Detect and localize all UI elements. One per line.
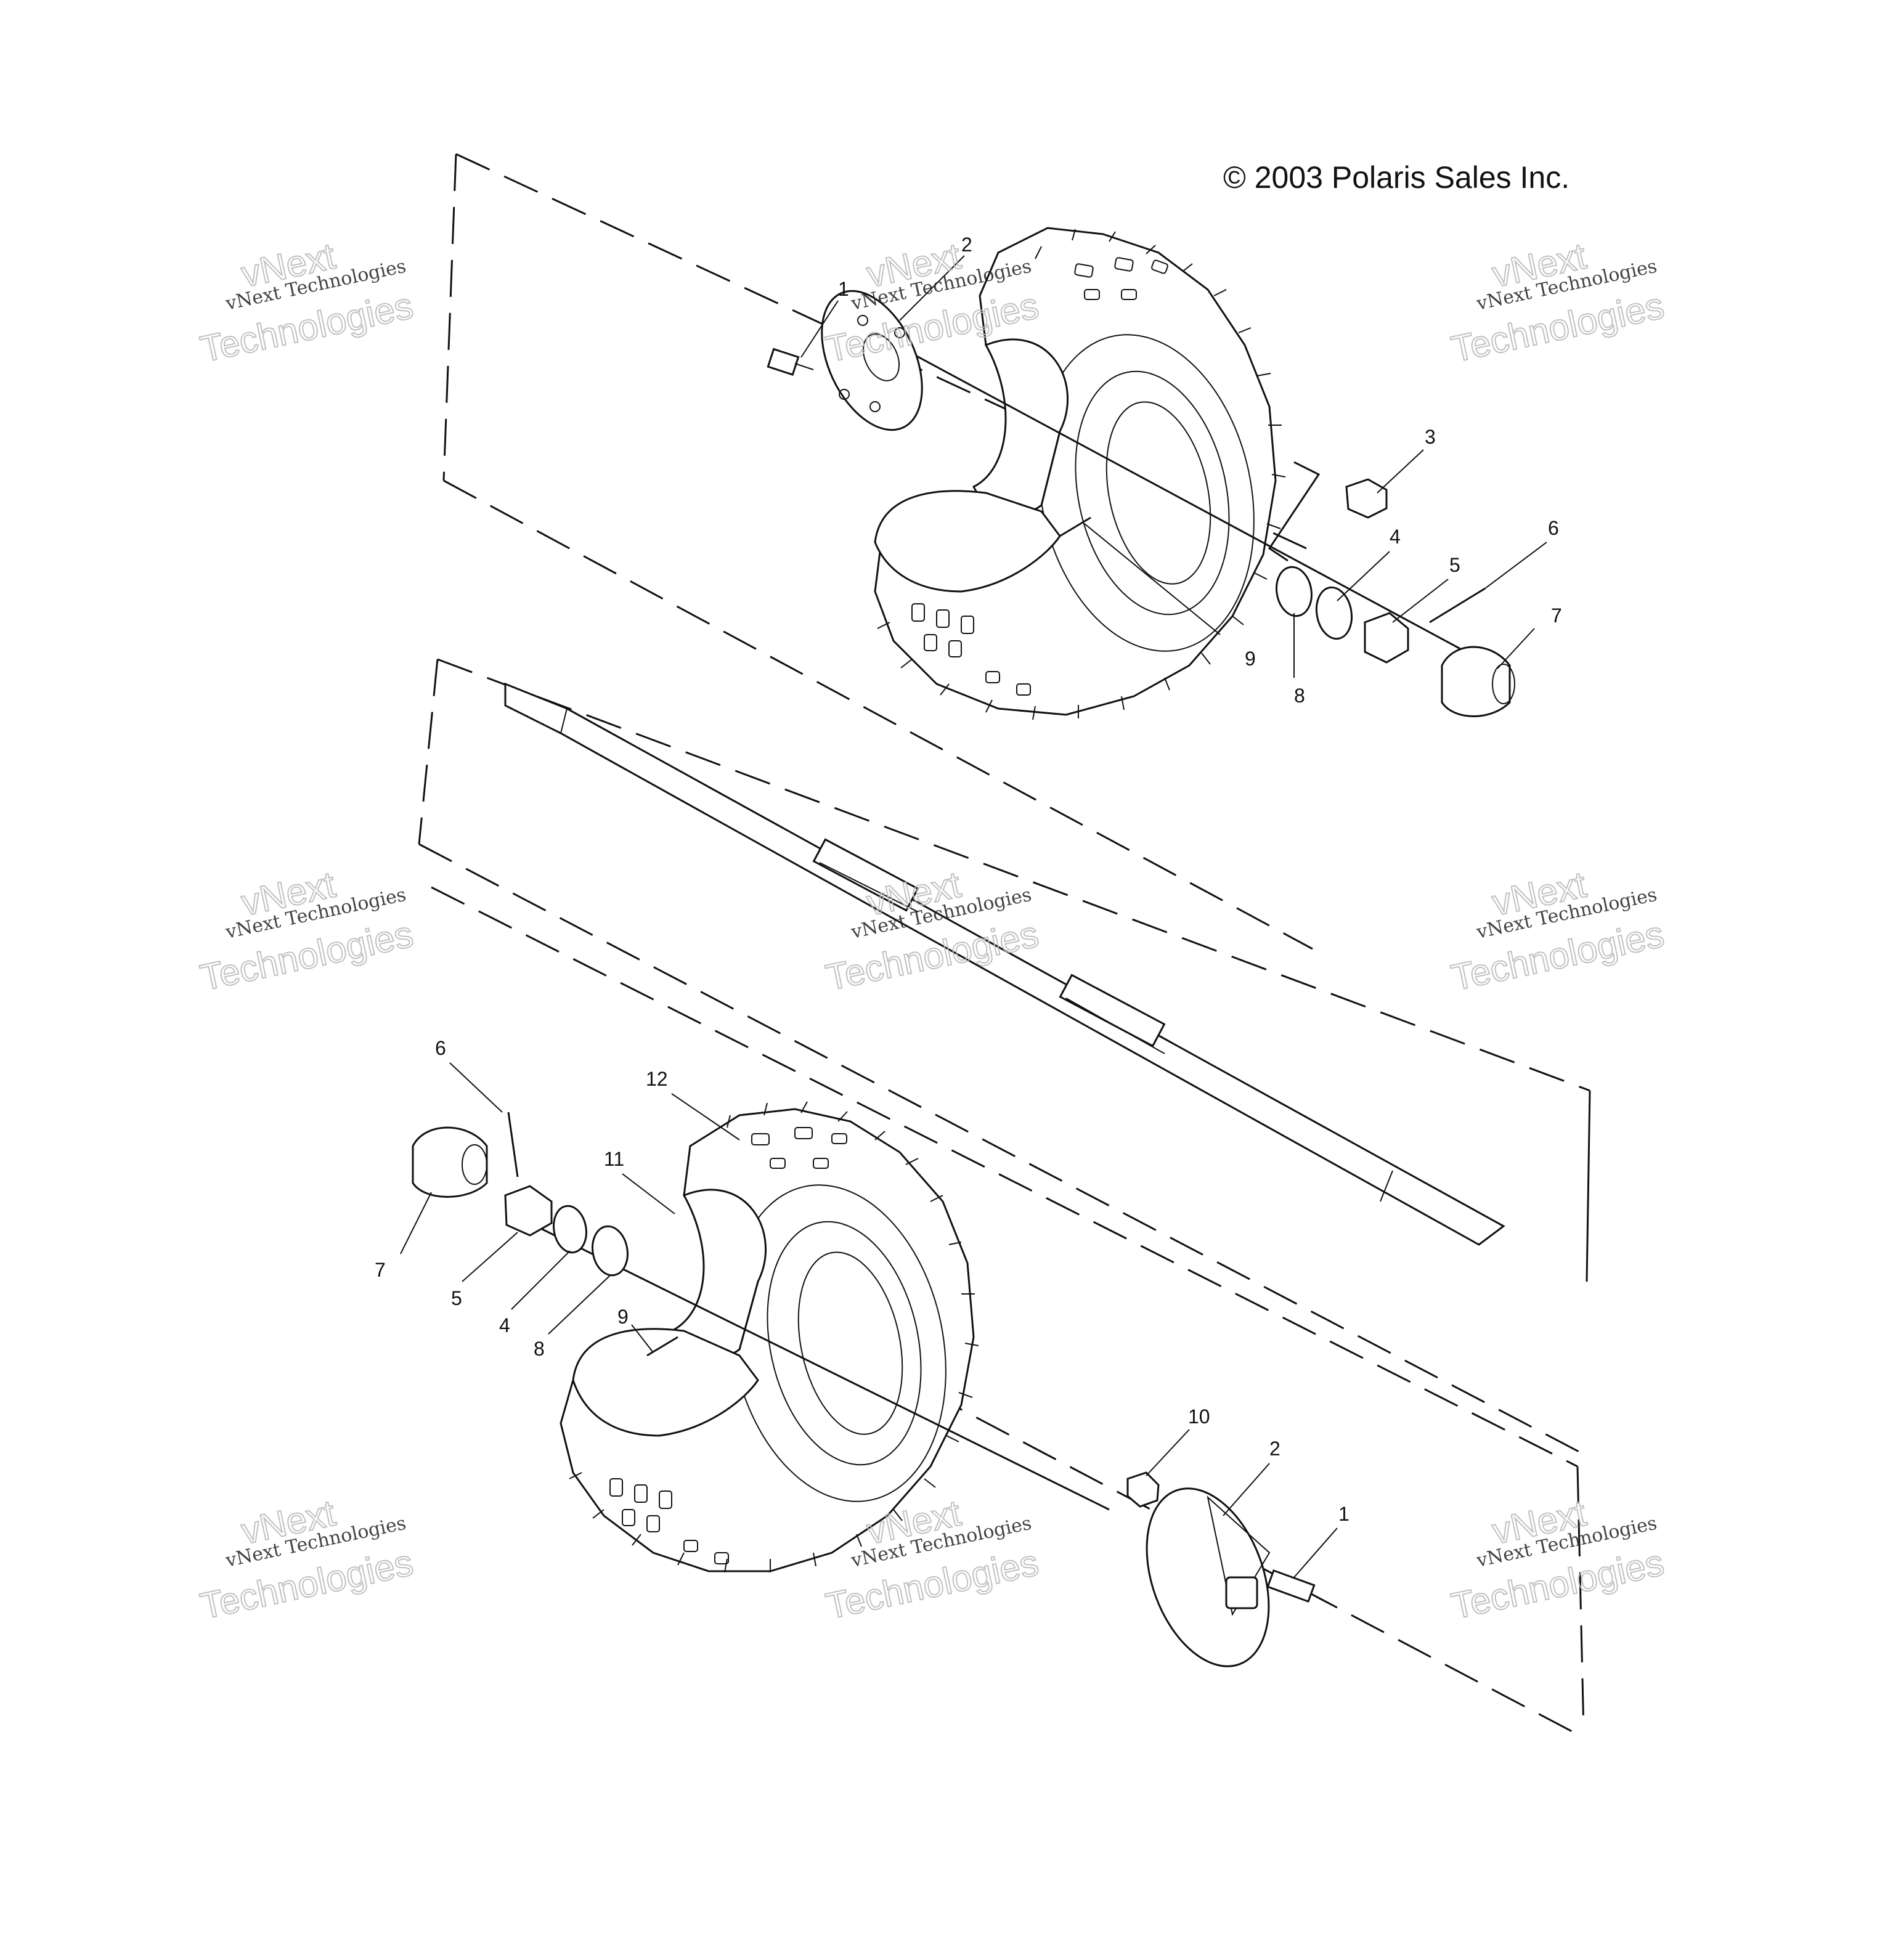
lower-wheel-stud (646, 1336, 678, 1357)
callout-bottom-6: 6 (435, 1037, 446, 1059)
watermark-tc: vNext vNext Technologies Technologies (822, 235, 1043, 371)
upper-wheel-assembly (767, 227, 1515, 720)
upper-wheel-stud (1059, 516, 1091, 537)
callout-labels: 1 2 3 4 5 6 7 8 9 6 12 11 7 5 4 8 9 10 2… (375, 234, 1562, 1525)
callout-bottom-12: 12 (646, 1068, 668, 1090)
copyright-text: © 2003 Polaris Sales Inc. (1223, 160, 1569, 195)
callout-top-1: 1 (838, 278, 849, 300)
lower-cotter-pin (507, 1112, 519, 1177)
upper-hub-cap (1441, 646, 1515, 717)
lower-wheel-assembly (412, 1101, 1316, 1667)
watermark-mr: vNext vNext Technologies Technologies (1447, 863, 1669, 999)
lower-hub-cap (412, 1126, 488, 1198)
upper-hub (821, 290, 923, 431)
callout-top-6: 6 (1548, 517, 1559, 539)
watermark-bl: vNext vNext Technologies Technologies (197, 1492, 418, 1628)
lower-castle-nut (504, 1185, 553, 1237)
axle-shaft (504, 682, 1505, 1246)
watermark-tl: vNext vNext Technologies Technologies (197, 235, 418, 371)
upper-flange-nut (1345, 478, 1388, 519)
callout-top-9: 9 (1245, 648, 1256, 670)
callout-top-8: 8 (1294, 685, 1305, 707)
callout-bottom-1: 1 (1338, 1503, 1350, 1525)
watermark-ml: vNext vNext Technologies Technologies (197, 863, 418, 999)
callout-leaders (400, 255, 1547, 1578)
callout-bottom-11: 11 (604, 1148, 624, 1170)
upper-cotter-pin (1429, 587, 1486, 624)
lower-spacer (592, 1225, 629, 1277)
callout-top-4: 4 (1390, 526, 1401, 548)
lower-flange-nut (1126, 1471, 1160, 1508)
lower-washer (553, 1205, 587, 1254)
callout-bottom-5: 5 (451, 1287, 462, 1309)
upper-castle-nut (1364, 612, 1409, 664)
callout-bottom-10: 10 (1188, 1405, 1210, 1428)
watermark-tr: vNext vNext Technologies Technologies (1447, 235, 1669, 371)
lower-bolt (1266, 1569, 1316, 1603)
callout-bottom-9: 9 (617, 1306, 629, 1328)
upper-washer (1315, 586, 1353, 640)
callout-top-7: 7 (1551, 604, 1562, 627)
callout-bottom-8: 8 (534, 1338, 545, 1360)
callout-top-2: 2 (961, 234, 972, 256)
upper-bolt (767, 348, 814, 376)
callout-top-5: 5 (1449, 554, 1460, 576)
callout-bottom-4: 4 (499, 1314, 510, 1336)
upper-tire (874, 227, 1286, 720)
lower-hub (1146, 1487, 1271, 1667)
callout-bottom-7: 7 (375, 1259, 386, 1281)
watermark-br: vNext vNext Technologies Technologies (1447, 1492, 1669, 1628)
upper-spacer (1276, 566, 1313, 617)
callout-top-3: 3 (1425, 426, 1436, 448)
callout-bottom-2: 2 (1269, 1437, 1280, 1460)
